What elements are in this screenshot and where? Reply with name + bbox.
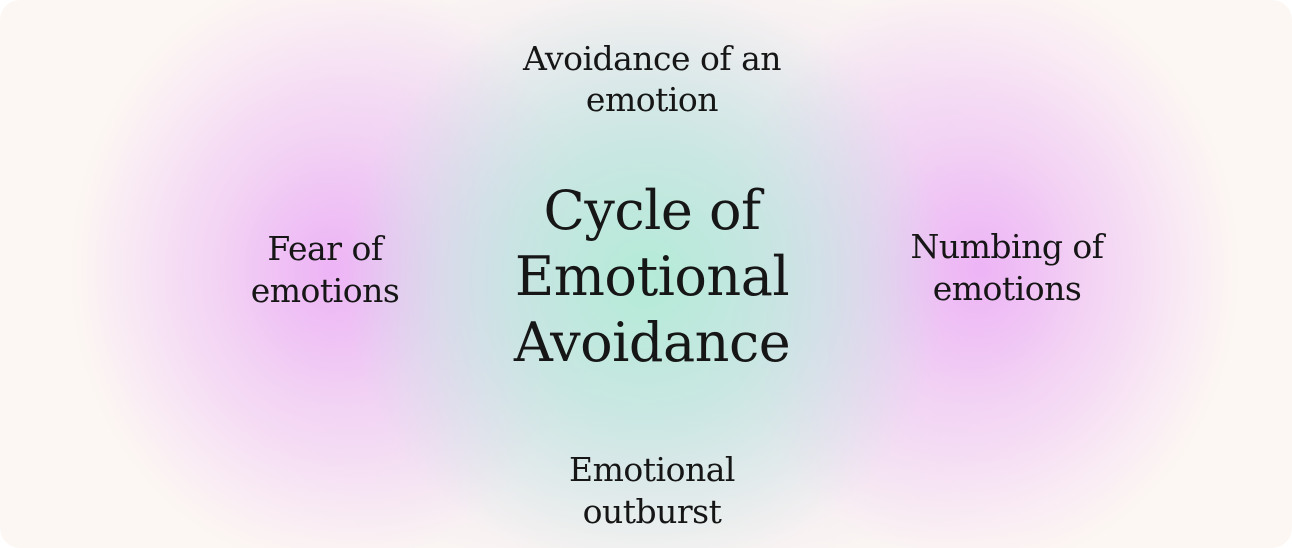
diagram-center-title: Cycle of Emotional Avoidance <box>513 179 791 374</box>
node-emotional-outburst: Emotional outburst <box>569 450 735 531</box>
node-avoidance-of-an-emotion: Avoidance of an emotion <box>522 39 782 119</box>
node-fear-of-emotions: Fear of emotions <box>250 229 400 310</box>
node-numbing-of-emotions: Numbing of emotions <box>910 227 1104 308</box>
